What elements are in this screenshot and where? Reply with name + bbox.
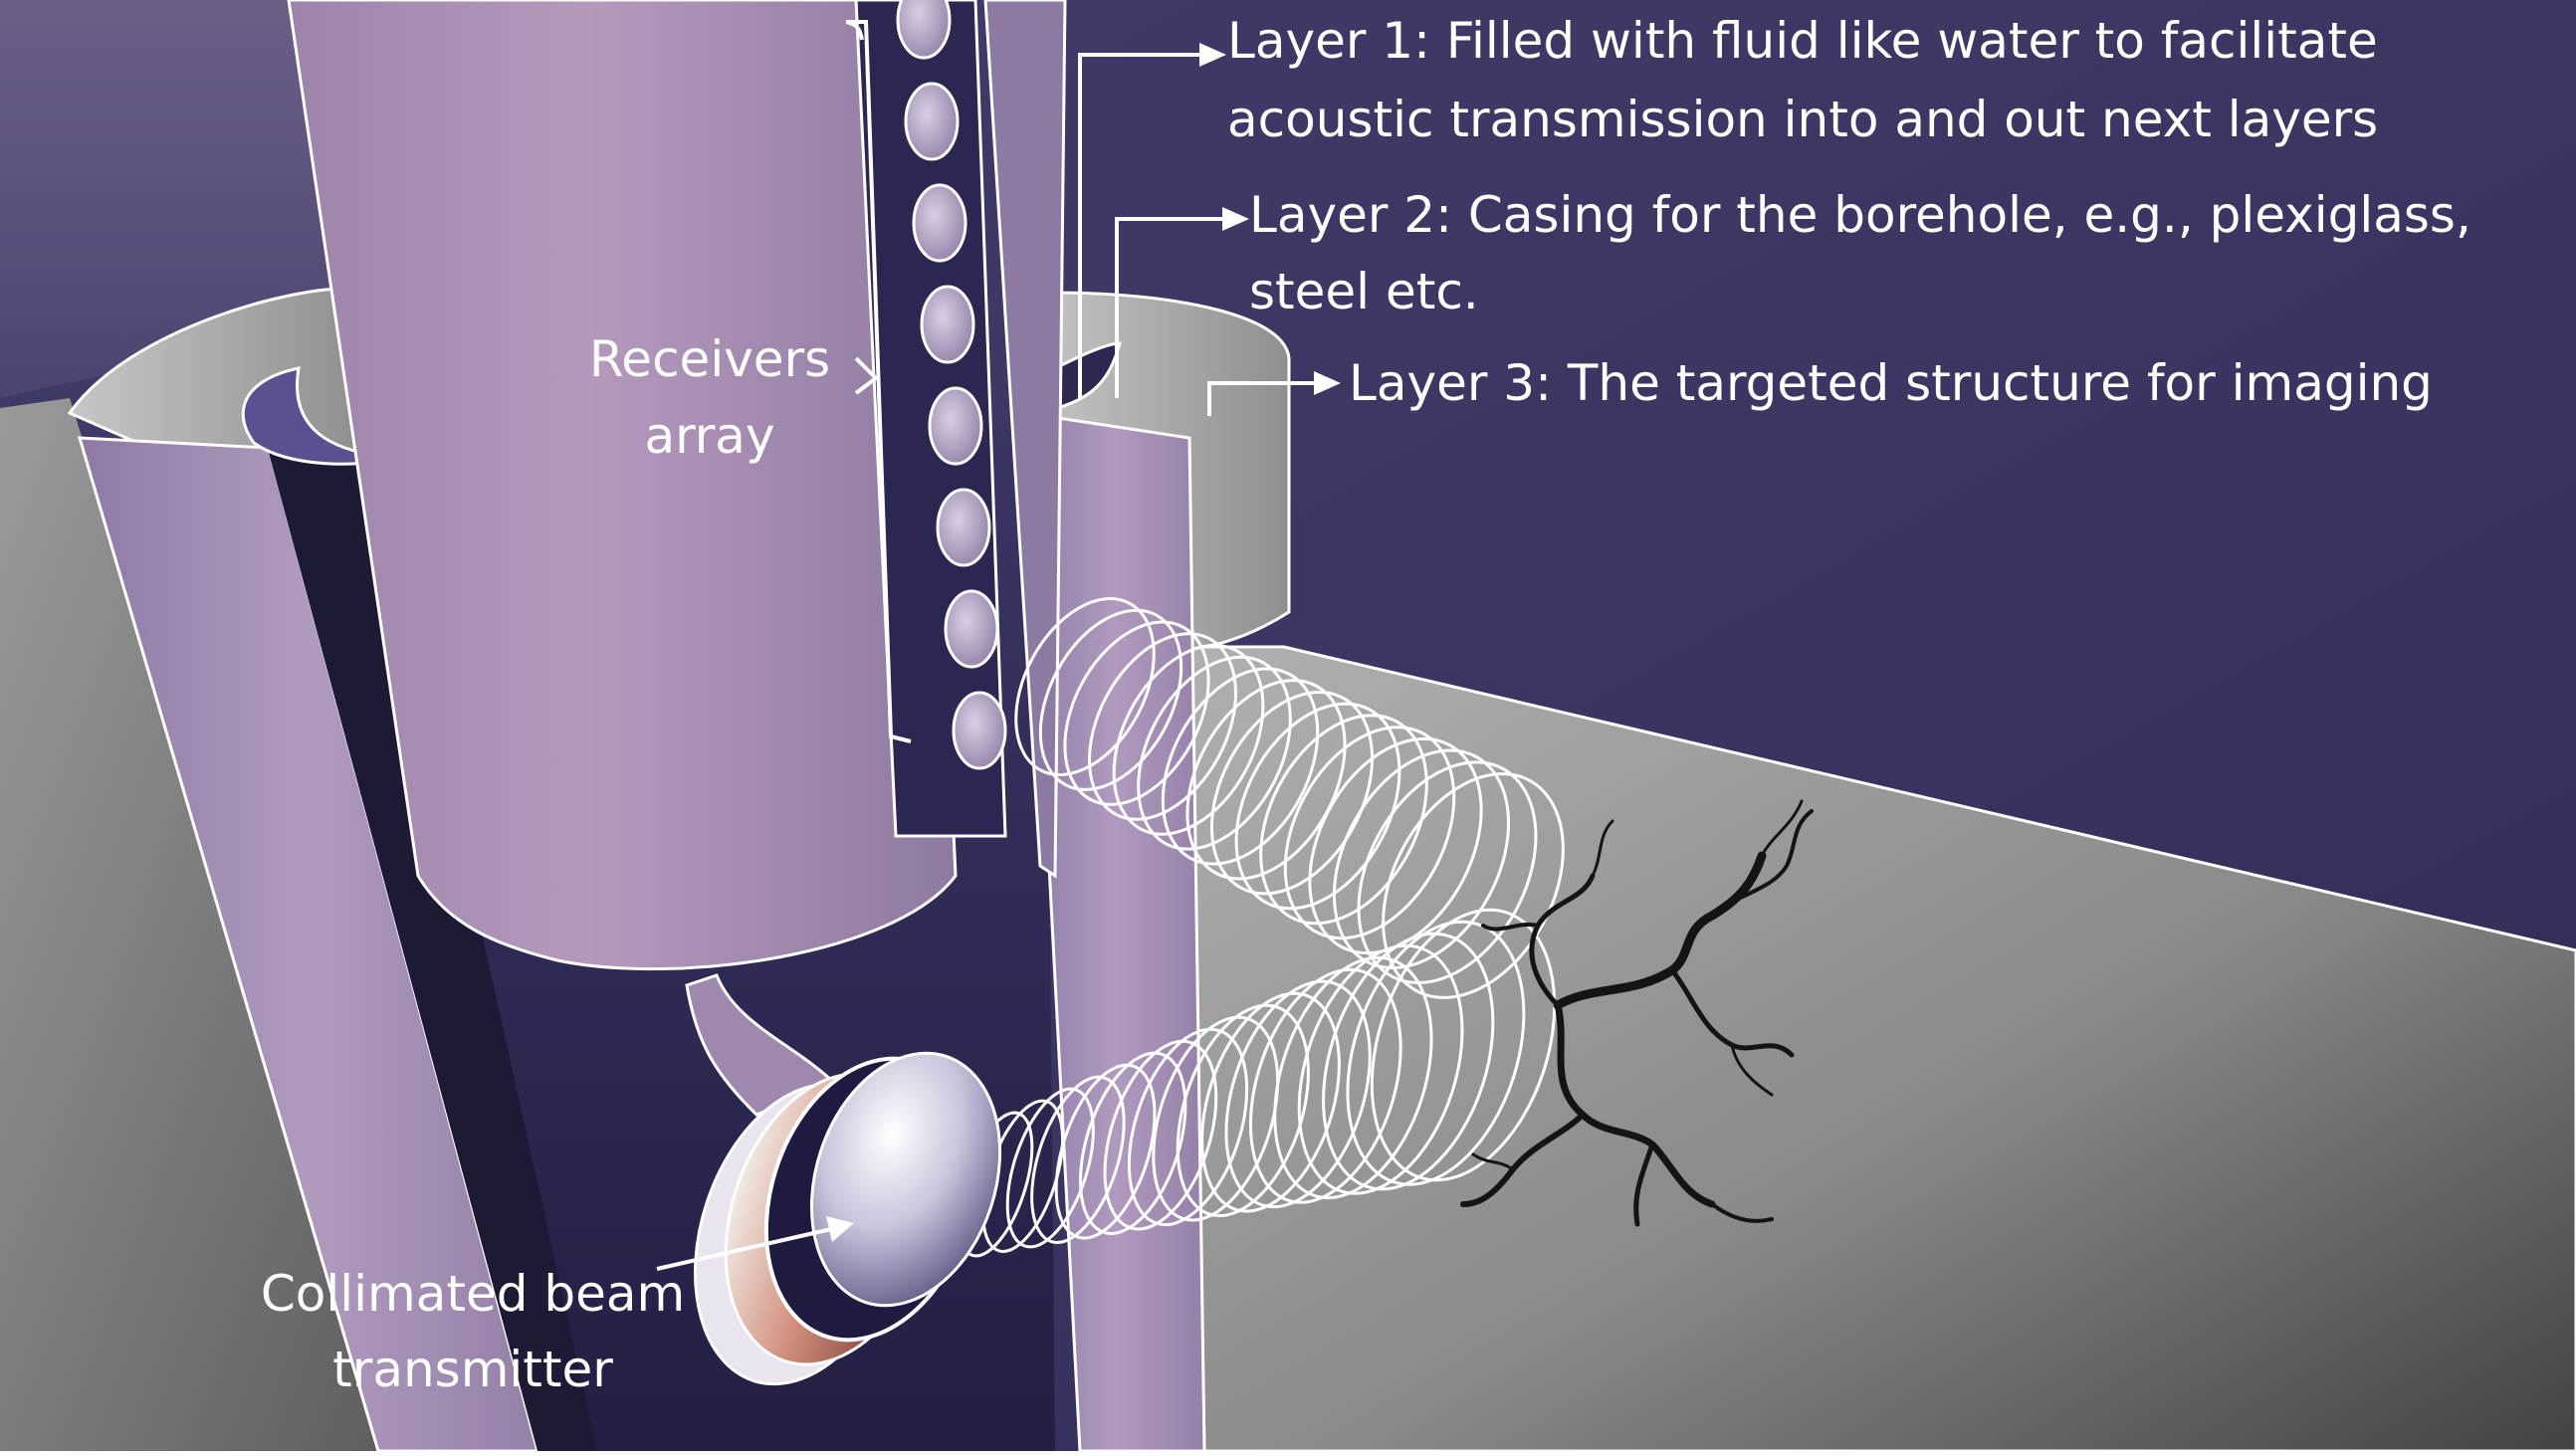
acoustic-wave-ring-icon xyxy=(1370,908,1557,1182)
transmitter-label-line1: Collimated beam xyxy=(261,1265,685,1323)
receiver-disc-icon xyxy=(952,691,1007,770)
layer1-label-line1: Layer 1: Filled with fluid like water to… xyxy=(1227,12,2378,70)
casing-rim-crescent-left xyxy=(241,366,399,466)
acoustic-wave-ring-icon xyxy=(1332,748,1511,970)
acoustic-wave-ring-icon xyxy=(1176,1003,1310,1218)
transmitter-arrow xyxy=(656,1227,832,1271)
layer3-label: Layer 3: The targeted structure for imag… xyxy=(1349,354,2433,412)
acoustic-wave-ring-icon xyxy=(1224,979,1372,1209)
acoustic-wave-ring-icon xyxy=(1063,620,1210,806)
acoustic-wave-ring-icon xyxy=(1038,608,1183,791)
acoustic-wave-ring-icon xyxy=(1209,690,1375,896)
layer1-label-line2: acoustic transmission into and out next … xyxy=(1227,91,2378,148)
probe-body xyxy=(287,0,958,971)
transmitter-label-line2: transmitter xyxy=(332,1341,613,1398)
acoustic-wave-ring-icon xyxy=(1088,632,1237,821)
receivers-label-line2: array xyxy=(644,407,774,465)
layer2-arrow xyxy=(1115,217,1222,398)
acoustic-wave-ring-icon xyxy=(1137,655,1292,851)
acoustic-wave-ring-icon xyxy=(1054,1063,1157,1240)
acoustic-wave-ring-icon xyxy=(1346,920,1526,1186)
receivers-array xyxy=(896,0,1007,770)
fluid-left xyxy=(269,453,617,1451)
receivers-label-line1: Receivers xyxy=(589,330,830,388)
layer3-arrow xyxy=(1207,381,1314,416)
receiver-disc-icon xyxy=(928,386,983,466)
acoustic-wave-ring-icon xyxy=(1014,597,1156,776)
receiver-disc-icon xyxy=(944,589,999,669)
acoustic-wave-ring-icon xyxy=(1234,702,1401,911)
layer2-label-line1: Layer 2: Casing for the borehole, e.g., … xyxy=(1249,186,2471,244)
left-wall-panel xyxy=(0,0,358,398)
acoustic-wave-ring-icon xyxy=(1248,967,1402,1204)
receiver-disc-icon xyxy=(920,285,975,364)
acoustic-wave-ring-icon xyxy=(1112,643,1265,836)
crack-icon xyxy=(1460,799,1814,1227)
receiver-disc-icon xyxy=(912,183,967,263)
layer1-arrow xyxy=(1078,53,1199,398)
acoustic-wave-ring-icon xyxy=(1185,679,1347,881)
acoustic-wave-ring-icon xyxy=(1161,667,1320,866)
acoustic-wave-ring-icon xyxy=(1322,932,1495,1191)
receivers-brace xyxy=(846,20,912,743)
floor-left xyxy=(0,398,398,1451)
receiver-disc-icon xyxy=(904,82,960,161)
acoustic-waves xyxy=(957,597,1565,1258)
acoustic-wave-ring-icon xyxy=(1357,760,1538,984)
layer2-label-line2: steel etc. xyxy=(1249,263,1479,320)
annotations xyxy=(656,20,1341,1271)
acoustic-wave-ring-icon xyxy=(1259,714,1428,926)
inner-casing-tube xyxy=(983,0,1067,879)
acoustic-wave-ring-icon xyxy=(1200,991,1341,1213)
acoustic-wave-ring-icon xyxy=(1283,726,1456,940)
receiver-disc-icon xyxy=(936,488,991,567)
acoustic-wave-ring-icon xyxy=(1005,1087,1095,1249)
acoustic-wave-ring-icon xyxy=(1030,1075,1126,1244)
acoustic-wave-ring-icon xyxy=(1382,772,1565,999)
receiver-disc-icon xyxy=(896,0,952,60)
acoustic-wave-ring-icon xyxy=(1103,1039,1218,1231)
